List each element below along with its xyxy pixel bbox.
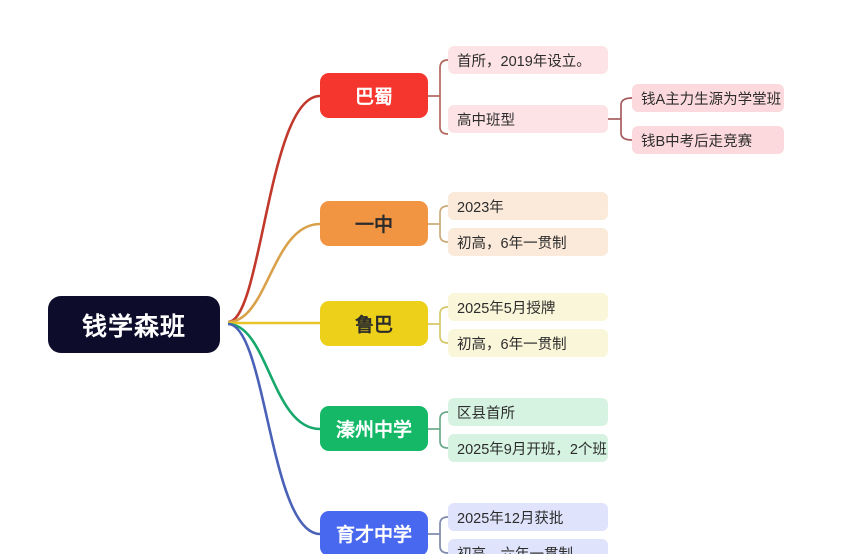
leaf-node-bashu-0[interactable]: 首所，2019年设立。 (448, 46, 608, 74)
edge-root-to-branch-0 (227, 94, 321, 324)
branch-node-yizhong[interactable]: 一中 (320, 201, 428, 246)
edge-branch-0-to-leaf-0 (439, 59, 449, 96)
leaf-node-yizhong-1[interactable]: 初高，6年一贯制 (448, 228, 608, 256)
leaf-node-yucai-0[interactable]: 2025年12月获批 (448, 503, 608, 531)
leaf-node-qinzhou-0[interactable]: 区县首所 (448, 398, 608, 426)
edge-branch-4-to-leaf-1 (439, 534, 449, 554)
root-node[interactable]: 钱学森班 (48, 296, 220, 353)
leaf-node-label: 初高，6年一贯制 (457, 336, 567, 353)
grandchild-node-bashu-1[interactable]: 钱B中考后走竞赛 (632, 126, 784, 154)
branch-node-label: 溱州中学 (335, 420, 412, 441)
leaf-node-luba-0[interactable]: 2025年5月授牌 (448, 293, 608, 321)
branch-node-label: 巴蜀 (354, 87, 393, 108)
leaf-node-label: 2025年5月授牌 (457, 300, 556, 317)
branch-node-luba[interactable]: 鲁巴 (320, 301, 428, 346)
leaf-node-label: 2025年9月开班，2个班 (457, 441, 607, 458)
leaf-node-yizhong-0[interactable]: 2023年 (448, 192, 608, 220)
edge-branch-4-to-leaf-0 (439, 516, 449, 534)
edge-leaf-to-grand-1 (620, 119, 633, 141)
branch-node-label: 鲁巴 (354, 315, 393, 336)
edge-root-to-branch-1 (227, 222, 321, 324)
edge-branch-0-to-leaf-1 (439, 96, 449, 135)
root-node-label: 钱学森班 (81, 312, 186, 341)
leaf-node-label: 2023年 (457, 199, 504, 216)
branch-node-label: 育才中学 (335, 525, 412, 546)
grandchild-node-label: 钱B中考后走竞赛 (641, 133, 753, 150)
branch-node-bashu[interactable]: 巴蜀 (320, 73, 428, 118)
leaf-node-label: 区县首所 (457, 405, 515, 422)
edge-root-to-branch-3 (227, 322, 321, 431)
grandchild-node-bashu-0[interactable]: 钱A主力生源为学堂班 (632, 84, 784, 112)
leaf-node-luba-1[interactable]: 初高，6年一贯制 (448, 329, 608, 357)
branch-node-yucai[interactable]: 育才中学 (320, 511, 428, 554)
edge-branch-2-to-leaf-1 (439, 324, 449, 344)
edge-branch-1-to-leaf-0 (439, 205, 449, 224)
leaf-node-bashu-1[interactable]: 高中班型 (448, 105, 608, 133)
edge-root-to-branch-4 (227, 322, 321, 536)
grandchild-node-label: 钱A主力生源为学堂班 (641, 91, 782, 108)
leaf-node-label: 高中班型 (457, 112, 515, 129)
edge-branch-2-to-leaf-0 (439, 306, 449, 324)
edge-branch-1-to-leaf-1 (439, 224, 449, 243)
leaf-node-label: 首所，2019年设立。 (457, 53, 591, 70)
leaf-node-label: 2025年12月获批 (457, 510, 564, 527)
edge-leaf-to-grand-0 (620, 97, 633, 119)
leaf-node-qinzhou-1[interactable]: 2025年9月开班，2个班 (448, 434, 608, 462)
edge-branch-3-to-leaf-1 (439, 429, 449, 449)
leaf-node-label: 初高，6年一贯制 (457, 235, 567, 252)
branch-node-label: 一中 (354, 215, 393, 236)
edge-branch-3-to-leaf-0 (439, 411, 449, 429)
leaf-node-yucai-1[interactable]: 初高，六年一贯制 (448, 539, 608, 554)
leaf-node-label: 初高，六年一贯制 (457, 543, 573, 554)
branch-node-qinzhou[interactable]: 溱州中学 (320, 406, 428, 451)
